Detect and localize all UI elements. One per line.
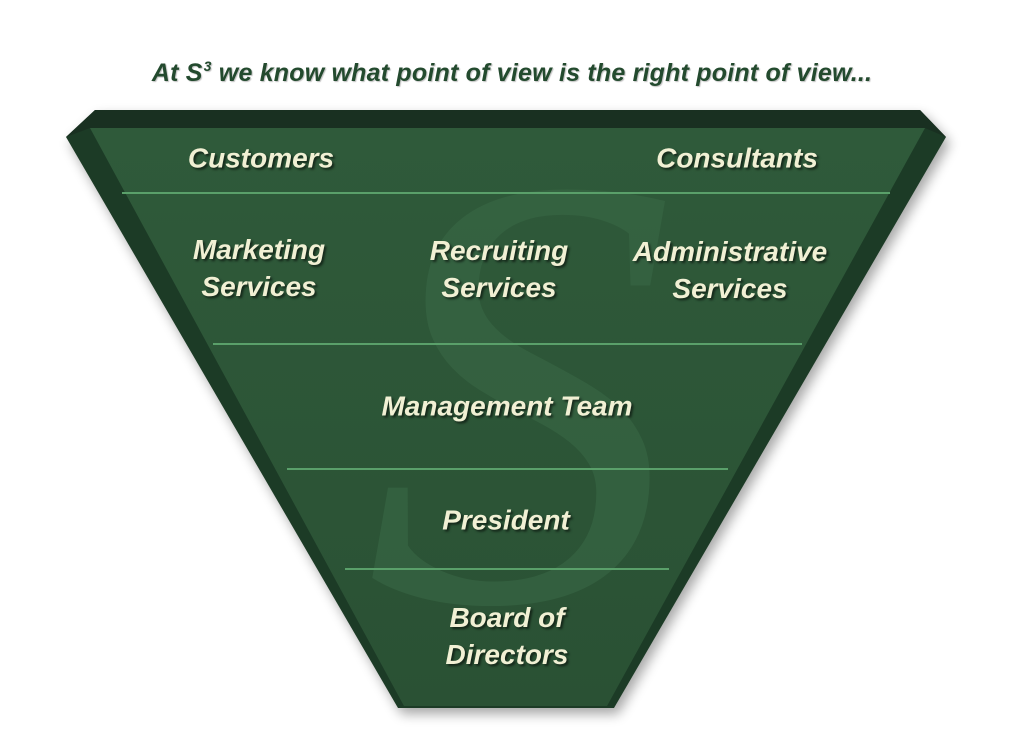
headline-prefix: At S <box>151 59 203 87</box>
label-board-of-directors-line-1: Board of <box>449 602 565 633</box>
label-management-team: Management Team <box>381 388 632 425</box>
label-board-of-directors: Board of Directors <box>446 599 569 673</box>
label-recruiting-services-line-1: Recruiting <box>429 235 569 266</box>
label-president-line-1: President <box>442 504 570 536</box>
label-consultants-line-1: Consultants <box>656 142 818 174</box>
label-marketing-services-line-2: Services <box>201 271 317 302</box>
label-marketing-services: Marketing Services <box>193 231 325 305</box>
pyramid-face <box>90 128 925 706</box>
headline-suffix: we know what point of view is the right … <box>211 59 873 87</box>
label-customers: Customers <box>188 140 334 177</box>
label-administrative-services: Administrative Services <box>633 233 828 307</box>
watermark-s: S <box>365 49 675 735</box>
label-board-of-directors-line-2: Directors <box>445 639 569 670</box>
label-administrative-services-line-2: Services <box>672 273 788 304</box>
label-administrative-services-line-1: Administrative <box>632 236 828 267</box>
label-customers-line-1: Customers <box>187 142 335 174</box>
watermark-s-glyph: S <box>365 49 675 735</box>
label-recruiting-services-line-2: Services <box>441 272 557 303</box>
label-consultants: Consultants <box>656 140 818 177</box>
headline: At S3 we know what point of view is the … <box>0 58 1024 88</box>
label-recruiting-services: Recruiting Services <box>430 232 568 306</box>
pyramid-bevel-top <box>66 110 946 137</box>
label-marketing-services-line-1: Marketing <box>192 234 326 265</box>
label-management-team-line-1: Management Team <box>381 390 633 422</box>
headline-superscript: 3 <box>203 58 212 74</box>
label-president: President <box>442 502 570 539</box>
